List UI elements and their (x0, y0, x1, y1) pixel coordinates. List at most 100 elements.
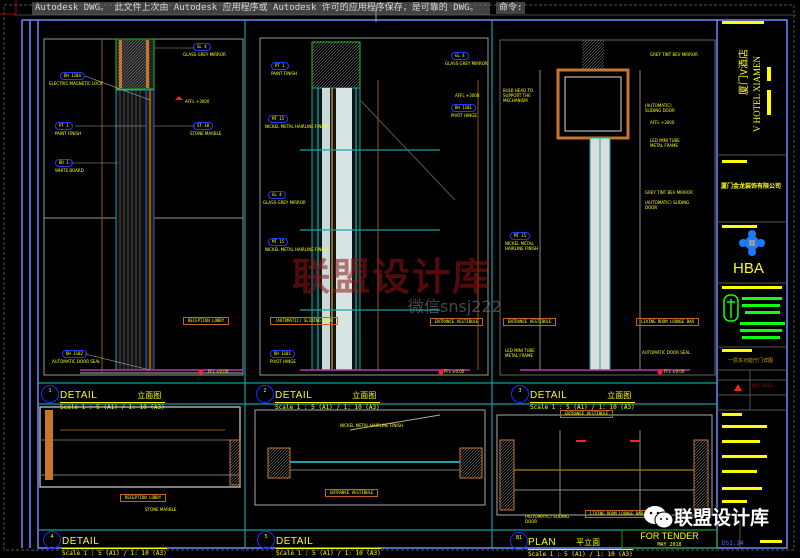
tag-nickel-2[interactable]: MT 15 (268, 238, 289, 246)
label-door-seal: AUTOMATIC DOOR SEAL (52, 359, 101, 364)
title-block-mark (767, 90, 771, 115)
label-affl-3: AFFL +3000 (650, 120, 675, 125)
tag-door-seal[interactable]: DH 1102 (62, 350, 87, 358)
project-name-cn-text: 厦门V酒店 (739, 48, 750, 95)
detail-2-drawing (259, 37, 489, 376)
title-block-bar (722, 455, 767, 458)
label-mirror: GLASS GREY MIRROR (183, 52, 226, 57)
revision-triangle-icon (734, 384, 742, 391)
detail-scale: Scale 1 : 5 (A1) / 1: 10 (A3) (60, 402, 165, 411)
label-stone: STONE MARBLE (190, 131, 222, 136)
tag-nickel-3[interactable]: MT 15 (510, 232, 531, 240)
title-block-bar (722, 470, 757, 473)
drawing-frame (21, 19, 788, 549)
label-led: LED MINI TUBE METAL FRAME (650, 138, 680, 148)
stamp-line (740, 322, 785, 325)
label-ffl-3: FFL ±0.00 (664, 369, 685, 374)
marker-number: 5 (264, 534, 268, 540)
drawing-number: DS1.24 (722, 540, 744, 547)
drawing-title: 一层多功能厅门详图 (728, 358, 774, 364)
label-stone-b: STONE MARBLE (145, 507, 177, 512)
label-pivot: PIVOT HINGE (451, 113, 477, 118)
title-block-bar (722, 487, 762, 490)
label-sliding-2: (AUTOMATIC) SLIDING DOOR (270, 317, 338, 325)
detail-marker-5: 5 (257, 531, 275, 549)
label-paint: PAINT FINISH (55, 131, 81, 136)
label-ffl-1: FFL ±0.00 (208, 369, 229, 374)
detail-1-drawing (43, 38, 244, 376)
label-affl: AFFL +3000 (185, 99, 210, 104)
label-nickel: NICKEL METAL HAIRLINE FINISH (265, 124, 329, 129)
title-block-mark (767, 67, 771, 81)
hba-logo-icon (739, 230, 765, 256)
title-block-bar (722, 21, 764, 24)
plan-title: PLAN (528, 537, 557, 548)
tender-box (621, 529, 718, 549)
plan-scale: Scale 1 : 5 (A1) / 1: 10 (A3) (528, 549, 633, 558)
detail-scale: Scale 1 : 5 (A1) / 1: 10 (A3) (62, 548, 167, 557)
tag-white-board[interactable]: BD 1 (55, 159, 73, 167)
label-reception: RECEPTION LOBBY (183, 317, 230, 325)
label-mirror-2: GLASS GREY MIRROR (445, 61, 488, 66)
detail-marker-4: 4 (43, 531, 61, 549)
marker-number: 1 (48, 388, 52, 394)
designer-name: HBA (733, 260, 764, 277)
file-status-message: Autodesk DWG。 此文件上次由 Autodesk 应用程序或 Auto… (32, 2, 490, 15)
detail-title-cn: 立面图 (137, 391, 162, 400)
label-grey-tint: GREY TINT BEV MIRROR (650, 52, 698, 57)
label-entrance-b: ENTRANCE VESTIBULE (325, 489, 379, 497)
detail-header-1: DETAIL 立面图 Scale 1 : 5 (A1) / 1: 10 (A3) (60, 383, 165, 411)
tag-mirror-3[interactable]: GL 4 (268, 191, 286, 199)
detail-4-plan-drawing (39, 406, 241, 488)
marker-number: 4 (50, 534, 54, 540)
detail-title: DETAIL (530, 390, 568, 401)
label-mirror-3: GLASS GREY MIRROR (263, 200, 306, 205)
tag-mirror-2[interactable]: GL 4 (451, 52, 469, 60)
tag-lock[interactable]: DH 1104 (60, 72, 85, 80)
watermark-main: 联盟设计库 (292, 255, 493, 299)
wechat-icon (644, 506, 674, 529)
issue-status: FOR TENDER (640, 531, 699, 541)
detail-5-plan-drawing (254, 409, 486, 506)
detail-scale: Scale 1 : 5 (A1) / 1: 10 (A3) (530, 402, 635, 411)
detail-title: DETAIL (60, 390, 98, 401)
issue-date: MAY 2018 (657, 542, 682, 548)
label-door-seal-3: AUTOMATIC DOOR SEAL (642, 350, 691, 355)
marker-number: 2 (263, 388, 267, 394)
label-entrance-p: ENTRANCE VESTIBULE (560, 410, 614, 418)
label-lock: ELECTRIC MAGNETIC LOCK (49, 81, 103, 86)
title-block-bar (722, 440, 760, 443)
tag-nickel[interactable]: MT 15 (268, 115, 289, 123)
tag-pivot[interactable]: DH 1101 (451, 104, 476, 112)
title-block-bar (722, 225, 757, 228)
watermark-wechat-id: 微信snsj222 (408, 297, 502, 316)
detail-header-4: DETAIL Scale 1 : 5 (A1) / 1: 10 (A3) (62, 529, 167, 557)
tag-paint-2[interactable]: PT 1 (271, 62, 289, 70)
command-line[interactable]: 命令: (496, 2, 526, 14)
watermark-wechat-brand: 联盟设计库 (674, 507, 770, 529)
stamp-line (742, 336, 780, 339)
label-nickel-b: NICKEL METAL HAIRLINE FINISH (340, 423, 404, 428)
detail-marker-2: 2 (256, 385, 274, 403)
title-block-bar (722, 425, 767, 428)
label-bulk: BULK HEAD TO SUPPORT THE MECHANISM (503, 88, 534, 103)
label-sliding-3: (AUTOMATIC) SLIDING DOOR (645, 103, 675, 113)
stamp-line (740, 329, 782, 332)
title-block-bar (722, 413, 742, 416)
tag-mirror[interactable]: GL 4 (193, 43, 211, 51)
title-block-bar (722, 500, 747, 503)
title-block-bar (760, 540, 782, 543)
tag-paint[interactable]: PT 1 (55, 122, 73, 130)
tag-pivot-2[interactable]: DH 1101 (270, 350, 295, 358)
tag-stone[interactable]: ST 10 (193, 122, 214, 130)
contractor-name: 厦门金龙装饰有限公司 (721, 183, 782, 190)
detail-title: DETAIL (275, 390, 313, 401)
title-block-bar (722, 286, 782, 289)
detail-title-cn: 立面图 (607, 391, 632, 400)
detail-header-3: DETAIL 立面图 Scale 1 : 5 (A1) / 1: 10 (A3) (530, 383, 635, 411)
detail-title: DETAIL (62, 536, 100, 547)
title-block-bar (722, 349, 752, 352)
